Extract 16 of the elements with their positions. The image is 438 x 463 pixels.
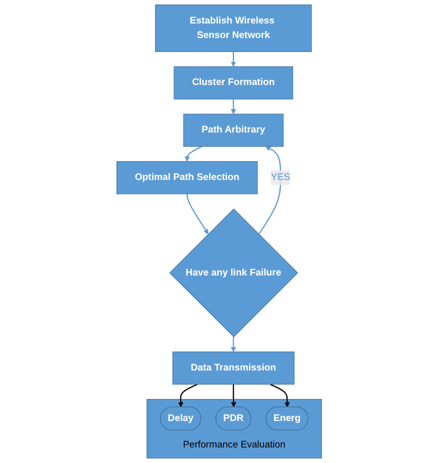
node-diamond: Have any link Failure (169, 208, 298, 338)
node-box: Data Transmission (172, 352, 294, 385)
arrow (270, 384, 290, 408)
edge-label: YES (270, 172, 290, 183)
arrow (230, 52, 236, 67)
arrow (184, 146, 202, 162)
arrow (186, 194, 208, 234)
node-box: Establish Wireless Sensor Network (154, 4, 312, 52)
arrow (178, 384, 198, 408)
arrow (230, 336, 236, 352)
node-box: Cluster Formation (174, 66, 293, 100)
node-box: Optimal Path Selection (116, 161, 258, 194)
arrow (230, 384, 236, 408)
arrow (230, 99, 236, 114)
arrow (258, 146, 281, 235)
node-box: Path Arbitrary (183, 114, 284, 147)
